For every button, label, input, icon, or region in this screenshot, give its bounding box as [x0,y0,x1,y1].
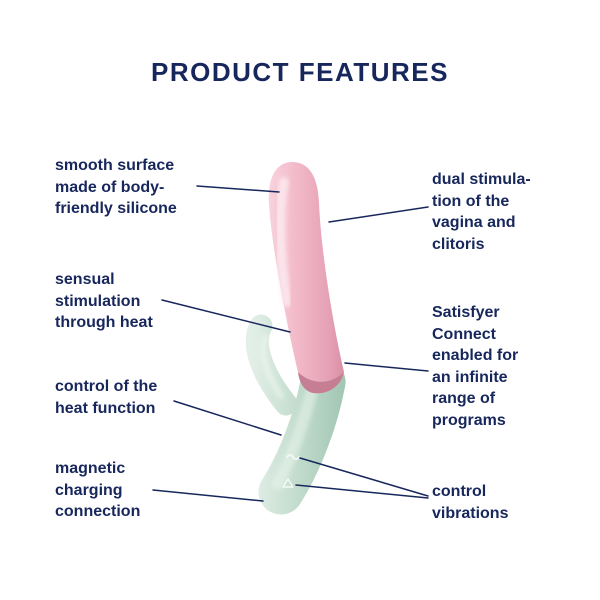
feature-text-line: an infinite [432,368,508,386]
callout-line-control-vibrations-2 [295,484,429,499]
feature-text-line: stimulation [55,292,141,310]
product-rabbit-arm-highlight [260,335,284,399]
feature-text-line: tion of the [432,192,510,210]
callout-line-sensual-heat [161,299,291,333]
callout-line-magnetic-charging [152,489,264,502]
feature-text-line: connection [55,503,141,520]
page-title: PRODUCT FEATURES [151,57,449,87]
product-junction-shadow [298,372,344,394]
feature-label-satisfyer-connect: Satisfyer Connect enabled for an infinit… [432,302,518,431]
callout-line-dual-stimulation [328,206,429,223]
feature-text-line: charging [55,481,123,499]
product-illustration [245,162,346,515]
feature-text-line: magnetic [55,460,126,477]
feature-label-heat-control: control of the heat function [55,376,157,419]
feature-text-line: dual stimula- [432,171,531,188]
feature-text-line: Connect [432,325,496,343]
feature-text-line: enabled for [432,347,519,364]
feature-text-line: made of body- [55,178,165,196]
feature-label-magnetic-charging: magnetic charging connection [55,458,140,523]
feature-label-smooth-surface: smooth surface made of body- friendly si… [55,155,177,220]
feature-text-line: friendly silicone [55,200,177,217]
feature-text-line: sensual [55,271,115,288]
feature-text-line: heat function [55,399,156,417]
product-shaft [268,162,344,382]
feature-label-control-vibrations: control vibrations [432,481,508,524]
feature-text-line: smooth surface [55,157,175,174]
callout-lines [152,185,429,502]
feature-text-line: range of [432,390,496,407]
feature-text-line: Satisfyer [432,304,500,321]
feature-text-line: clitoris [432,235,485,253]
feature-text-line: through heat [55,314,153,331]
callout-line-smooth-surface [196,185,280,193]
callout-line-satisfyer-connect [344,362,429,372]
control-button-triangle-icon [282,478,294,488]
feature-text-line: control [432,483,487,500]
product-shaft-highlight [275,177,292,307]
feature-text-line: programs [432,411,506,429]
feature-label-dual-stimulation: dual stimula- tion of the vagina and cli… [432,169,531,255]
feature-label-sensual-heat: sensual stimulation through heat [55,269,153,334]
control-button-wave-icon [286,453,300,461]
feature-text-line: vibrations [432,504,509,522]
feature-text-line: vagina and [432,214,516,231]
feature-text-line: control of the [55,378,158,395]
callout-line-heat-control [173,400,282,436]
product-handle-highlight [272,384,318,490]
callout-line-control-vibrations-1 [299,457,429,497]
